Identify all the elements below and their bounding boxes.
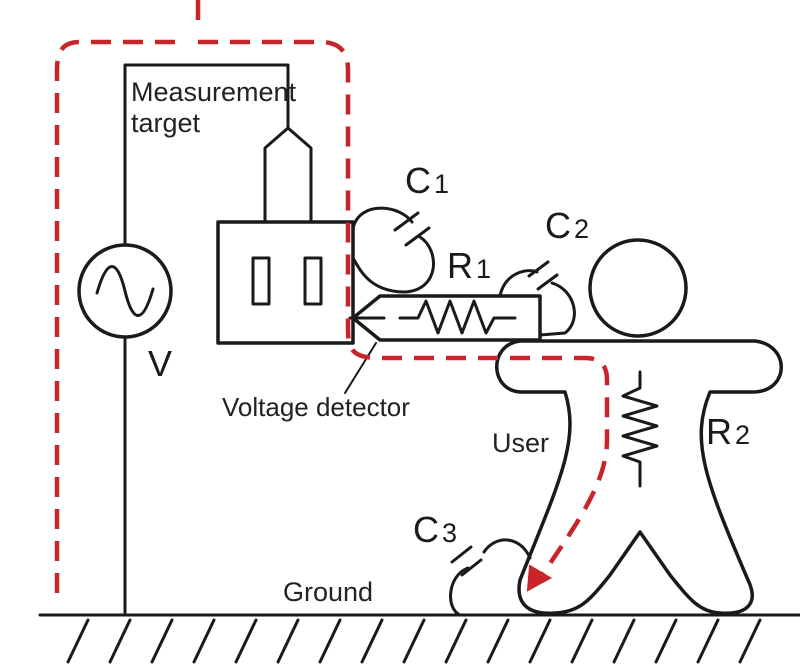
user-head: [588, 238, 688, 338]
wire-to-target: [123, 63, 290, 247]
outlet-slot-right: [303, 256, 323, 306]
c2-plate-a: [527, 260, 550, 278]
capacitor-c2: [498, 260, 576, 337]
c1-plate-b: [404, 226, 431, 247]
outlet-box: [216, 220, 355, 345]
detector-leader-line: [344, 342, 377, 394]
label-measurement-target-1: Measurement: [131, 77, 297, 107]
resistor-r1: [398, 299, 517, 335]
outlet-body: [216, 220, 355, 345]
sine-wave-icon: [95, 265, 155, 317]
c2-wire: [498, 269, 576, 337]
current-path: [54, 0, 610, 598]
c1-wire: [351, 206, 435, 294]
capacitor-c1: [351, 206, 435, 294]
ac-voltage-source: [77, 243, 173, 339]
resistor-r2: [621, 370, 659, 488]
c3-wire: [449, 538, 532, 617]
current-path-main: [195, 0, 610, 577]
ac-source-circle: [77, 243, 173, 339]
c1-plate-a: [393, 211, 420, 232]
label-voltage-detector: Voltage detector: [222, 392, 410, 422]
measurement-target-terminal: [263, 73, 313, 224]
label-voltage-source: V: [148, 343, 172, 384]
c3-plate-a: [450, 545, 473, 564]
label-user: User: [492, 428, 549, 458]
capacitor-c3: [449, 538, 532, 617]
ground-symbol: [38, 613, 800, 664]
user-figure: [495, 238, 783, 615]
voltage-detector: [348, 294, 542, 342]
user-body: [495, 339, 783, 615]
c2-plate-b: [536, 273, 559, 291]
detector-body: [351, 294, 542, 342]
outlet-slot-left: [251, 256, 271, 306]
ground-hatching: [66, 618, 762, 664]
current-path-return: [54, 39, 175, 598]
label-ground: Ground: [283, 577, 373, 607]
current-arrowhead-icon: [526, 564, 553, 592]
terminal-right: [286, 126, 313, 224]
terminal-left: [263, 73, 290, 224]
source-wiring: [123, 63, 290, 617]
c3-plate-b: [460, 558, 483, 577]
label-measurement-target-2: target: [131, 108, 201, 138]
